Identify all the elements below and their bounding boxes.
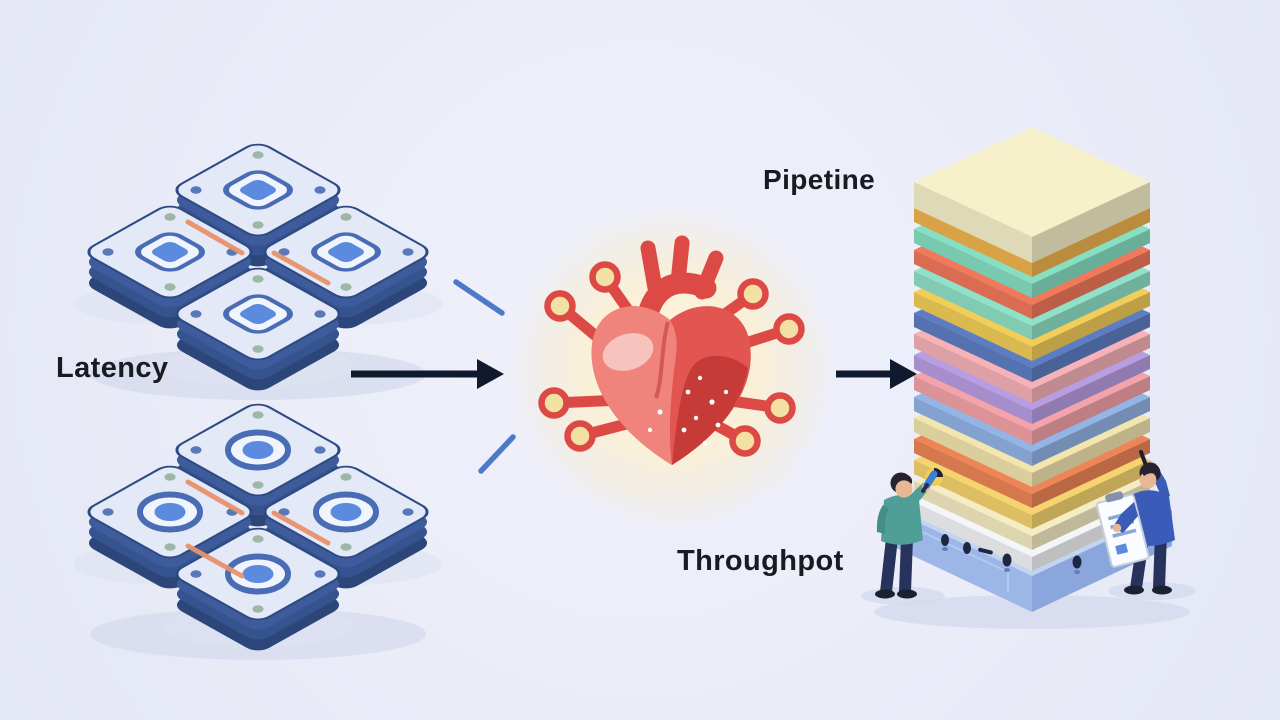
latency-label: Latency	[56, 352, 169, 384]
link-line-top-icon	[453, 279, 505, 316]
pipeline-label: Pipetine	[763, 164, 876, 195]
cpu-chip-cluster-bottom-icon	[74, 401, 442, 660]
arrow-right-icon	[836, 359, 917, 389]
worker-right-icon	[1095, 450, 1196, 600]
throughput-label: Throughpot	[677, 545, 844, 577]
stack-layer	[914, 127, 1150, 263]
pipeline-stack-icon	[874, 127, 1190, 629]
worker-left-icon	[861, 470, 945, 605]
heart-icon	[510, 206, 834, 530]
stack-layers	[914, 127, 1150, 571]
link-line-bottom-icon	[478, 434, 516, 474]
arrow-left-icon	[351, 359, 504, 389]
cpu-chip-cluster-top-icon	[74, 141, 442, 400]
base-knobs	[941, 534, 1082, 574]
